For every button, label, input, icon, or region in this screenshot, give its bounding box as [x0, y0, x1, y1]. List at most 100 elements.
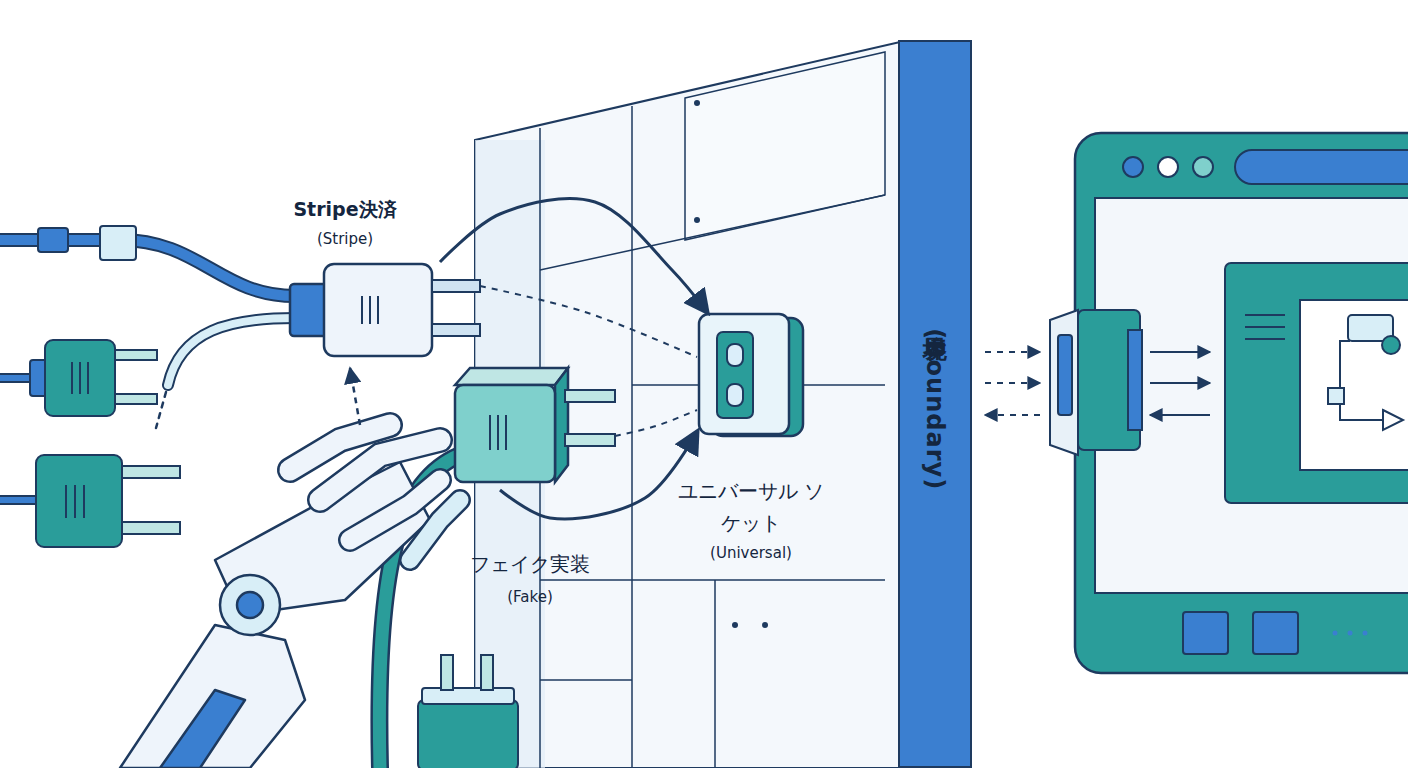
boundary-band: 境界 (Boundary) [898, 40, 972, 768]
cable [0, 495, 36, 505]
cable [100, 226, 136, 260]
fake-plug-shape [440, 360, 615, 490]
spare-plug [30, 340, 518, 768]
fake-plug-part [489, 415, 491, 450]
app-window [1095, 198, 1408, 593]
adapter [1050, 310, 1078, 455]
dashed-connector [615, 410, 697, 436]
spare-plug [65, 485, 67, 518]
spare-plug [418, 700, 518, 768]
stripe-plug-part [369, 296, 371, 324]
spare-plug [36, 455, 122, 547]
app-window [1333, 631, 1338, 636]
flow-arrow [985, 351, 1040, 353]
app-window [1235, 150, 1408, 184]
universal-socket-part [727, 344, 743, 366]
app-window [1245, 338, 1285, 340]
robot-finger [410, 500, 460, 560]
plug-label: フェイク実装 [420, 550, 640, 578]
stripe-plug-shape [290, 262, 480, 358]
flow-arrow [985, 352, 1210, 415]
app-window [1348, 631, 1353, 636]
cable [0, 497, 36, 503]
socket-label: ユニバーサル ソケット [675, 475, 827, 539]
pointer-arrow [350, 368, 360, 425]
universal-socket-part [699, 314, 789, 434]
wall [694, 100, 700, 106]
fake-plug-part [505, 415, 507, 450]
app-window [1340, 341, 1395, 420]
cable [0, 226, 460, 768]
robot-finger [410, 500, 460, 560]
spare-plug [122, 522, 180, 534]
app-window [1328, 388, 1344, 404]
adapter [1128, 330, 1142, 430]
spare-plug [115, 394, 157, 404]
fake-plug-part [455, 385, 555, 482]
cable [168, 318, 295, 385]
app-window [1158, 157, 1178, 177]
spare-plug [422, 688, 514, 704]
fake-plug-part [565, 390, 615, 402]
wall [685, 52, 885, 240]
stripe-plug-part [290, 284, 328, 336]
wall [631, 106, 633, 768]
app-window [1245, 326, 1285, 328]
flow-arrow [1150, 414, 1210, 416]
arrow-connector [500, 432, 697, 519]
flow-arrow [1150, 382, 1210, 384]
spare-plug [87, 362, 89, 394]
app-window [1225, 263, 1408, 503]
plug-sublabel: (Stripe) [235, 228, 455, 250]
stripe-plug-part [432, 280, 480, 292]
robot-hand [220, 575, 280, 635]
fake-plug-part [455, 368, 568, 385]
spare-plug [481, 655, 493, 690]
app-window [1193, 157, 1213, 177]
cable [38, 228, 68, 252]
cable [0, 373, 32, 383]
robot-hand [160, 690, 245, 768]
wall [714, 580, 716, 768]
spare-plug [83, 485, 85, 518]
stripe-plug-part [432, 324, 480, 336]
app-window [1253, 612, 1298, 654]
wall [694, 217, 700, 223]
adapter [1058, 335, 1072, 415]
robot-finger [290, 425, 460, 560]
spare-plug [71, 362, 73, 394]
app-window [1245, 314, 1285, 316]
app-window [1123, 157, 1143, 177]
robot-hand [120, 625, 305, 768]
plug-sublabel: (Fake) [420, 586, 640, 608]
fake-plug-part [497, 415, 499, 450]
app-window [1075, 133, 1408, 673]
stripe-plug-part [361, 296, 363, 324]
app-window [1183, 612, 1228, 654]
plug-label: Stripe決済 [235, 196, 455, 222]
spare-plug [45, 340, 115, 416]
stripe-plug: Stripe決済(Stripe) [290, 262, 480, 358]
app-window [1382, 336, 1400, 354]
universal-socket: ユニバーサル ソケット(Universal) [697, 312, 805, 440]
fake-plug-part [565, 434, 615, 446]
pointer-arrow [350, 368, 360, 425]
universal-socket-shape [697, 312, 805, 440]
stripe-plug-part [377, 296, 379, 324]
flow-arrow [1150, 351, 1210, 353]
fake-plug-part [555, 368, 568, 482]
wall [732, 622, 738, 628]
dashed-connector [480, 286, 697, 357]
cable [0, 375, 32, 381]
cable [168, 318, 295, 385]
wall [632, 195, 885, 250]
app-window [1075, 133, 1408, 673]
socket-sublabel: (Universal) [660, 542, 842, 564]
universal-socket-part [727, 384, 743, 406]
app-window [1363, 631, 1368, 636]
universal-socket-part [717, 332, 753, 418]
spare-plug [115, 350, 157, 360]
wall [540, 579, 885, 581]
